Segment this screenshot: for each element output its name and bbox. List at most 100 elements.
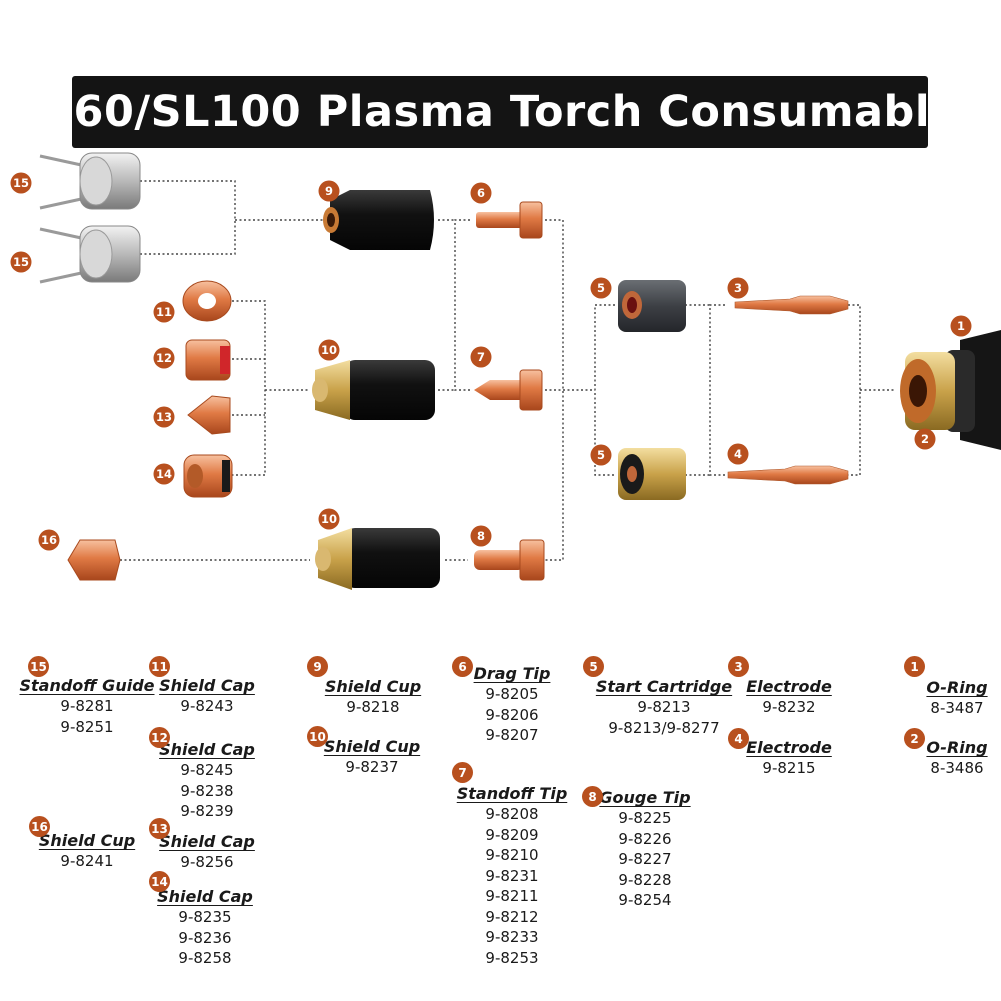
shield-cap-14-part xyxy=(183,454,233,498)
legend-part-code: 9-8227 xyxy=(618,850,672,868)
shield-cup-16-part xyxy=(67,539,121,581)
callout-number: 14 xyxy=(156,467,172,481)
start-cartridge-5b-part xyxy=(618,448,686,500)
shield-cap-12-part xyxy=(185,339,231,381)
legend-part-code: 9-8281 xyxy=(60,697,114,715)
legend-number-badge: 7 xyxy=(452,762,473,783)
callout-number: 4 xyxy=(734,447,742,461)
legend-part-code: 9-8211 xyxy=(485,887,539,905)
drag-tip-6-part xyxy=(476,201,543,239)
gouge-tip-8-part xyxy=(474,539,545,581)
shield-cup-10b-part xyxy=(315,528,440,590)
legend-part-code: 9-8213 xyxy=(637,698,691,716)
legend-part-code: 9-8208 xyxy=(485,805,539,823)
torch-head-part xyxy=(900,330,1001,450)
legend-part-name: Shield Cap xyxy=(159,740,255,759)
callout-number: 7 xyxy=(477,350,485,364)
callout-number: 11 xyxy=(156,305,172,319)
start-cartridge-5a-part xyxy=(618,280,686,332)
callout-badge-12: 12 xyxy=(153,347,175,369)
legend-part-code: 9-8239 xyxy=(180,802,234,820)
legend-part-code: 9-8241 xyxy=(60,852,114,870)
electrode-3-part xyxy=(734,295,849,315)
connector-lines xyxy=(120,180,895,561)
legend-part-code: 9-8226 xyxy=(618,829,672,848)
legend-number-badge: 4 xyxy=(728,728,749,749)
legend-part-code: 9-8209 xyxy=(485,825,539,844)
callout-badge-3: 3 xyxy=(727,277,749,299)
callout-badge-9: 9 xyxy=(318,180,340,202)
legend-part-code: 9-8206 xyxy=(485,705,539,724)
legend-part-name: Shield Cap xyxy=(159,676,255,695)
callout-badge-11: 11 xyxy=(153,301,175,323)
legend-part-code: 9-8251 xyxy=(60,717,114,736)
legend-number-badge: 14 xyxy=(149,871,170,892)
legend-part-name: Shield Cap xyxy=(157,887,253,906)
legend-part-code: 9-8254 xyxy=(618,891,672,909)
callout-number: 6 xyxy=(477,186,485,200)
legend-part-code: 9-8228 xyxy=(618,870,672,889)
legend-part-code: 9-8233 xyxy=(485,928,539,946)
legend-part-name: O-Ring xyxy=(926,678,988,697)
legend-part-code: 9-8232 xyxy=(762,698,816,716)
legend-part-name: Electrode xyxy=(746,677,832,696)
legend-part-name: Start Cartridge xyxy=(595,677,733,696)
callout-number: 5 xyxy=(597,448,605,462)
legend-number-badge: 3 xyxy=(728,656,749,677)
legend-number-badge: 13 xyxy=(149,818,170,839)
legend-part-code: 8-3486 xyxy=(930,759,984,777)
legend-part-code: 9-8212 xyxy=(485,907,539,926)
legend-part-code: 9-8245 xyxy=(180,761,234,779)
callout-number: 10 xyxy=(321,343,337,357)
callout-badge-15: 15 xyxy=(10,251,32,273)
callout-number: 8 xyxy=(477,529,485,543)
standoff-tip-7-part xyxy=(474,369,543,411)
legend-number-badge: 9 xyxy=(307,656,328,677)
callout-badge-2: 2 xyxy=(914,428,936,450)
legend-entry: O-Ring 8-3486 xyxy=(867,738,1001,779)
callout-badge-15: 15 xyxy=(10,172,32,194)
callout-badge-7: 7 xyxy=(470,346,492,368)
legend-part-name: Shield Cap xyxy=(159,832,255,851)
callout-number: 16 xyxy=(41,533,57,547)
legend-part-code: 9-8238 xyxy=(180,781,234,800)
legend-number-badge: 12 xyxy=(149,727,170,748)
shield-cap-11-part xyxy=(182,280,232,322)
callout-number: 15 xyxy=(13,176,29,190)
legend-part-name: Shield Cup xyxy=(38,831,136,850)
legend-part-code: 9-8213/9-8277 xyxy=(608,718,720,737)
legend-entry: Start Cartridge 9-8213 9-8213/9-8277 xyxy=(574,677,754,738)
legend-part-name: O-Ring xyxy=(926,738,988,757)
callout-badge-5: 5 xyxy=(590,277,612,299)
legend-number-badge: 16 xyxy=(29,816,50,837)
callout-badge-8: 8 xyxy=(470,525,492,547)
legend-number-badge: 15 xyxy=(28,656,49,677)
standoff-guide-part xyxy=(39,152,141,284)
legend-part-code: 9-8210 xyxy=(485,846,539,864)
legend-part-name: Standoff Guide xyxy=(19,676,155,695)
legend-number-badge: 5 xyxy=(583,656,604,677)
legend-part-code: 9-8237 xyxy=(345,758,399,776)
legend-number-badge: 1 xyxy=(904,656,925,677)
legend-part-code: 9-8253 xyxy=(485,948,539,967)
shield-cup-10a-part xyxy=(312,360,435,420)
callout-badge-6: 6 xyxy=(470,182,492,204)
callout-number: 5 xyxy=(597,281,605,295)
callout-number: 1 xyxy=(957,319,965,333)
legend-number-badge: 11 xyxy=(149,656,170,677)
callout-badge-10: 10 xyxy=(318,508,340,530)
legend-number-badge: 10 xyxy=(307,726,328,747)
page-title: SL60/SL100 Plasma Torch Consumables xyxy=(14,87,986,137)
electrode-4-part xyxy=(727,465,849,485)
legend-entry: Shield Cup 9-8241 xyxy=(0,831,177,872)
legend-part-code: 9-8236 xyxy=(178,928,232,947)
